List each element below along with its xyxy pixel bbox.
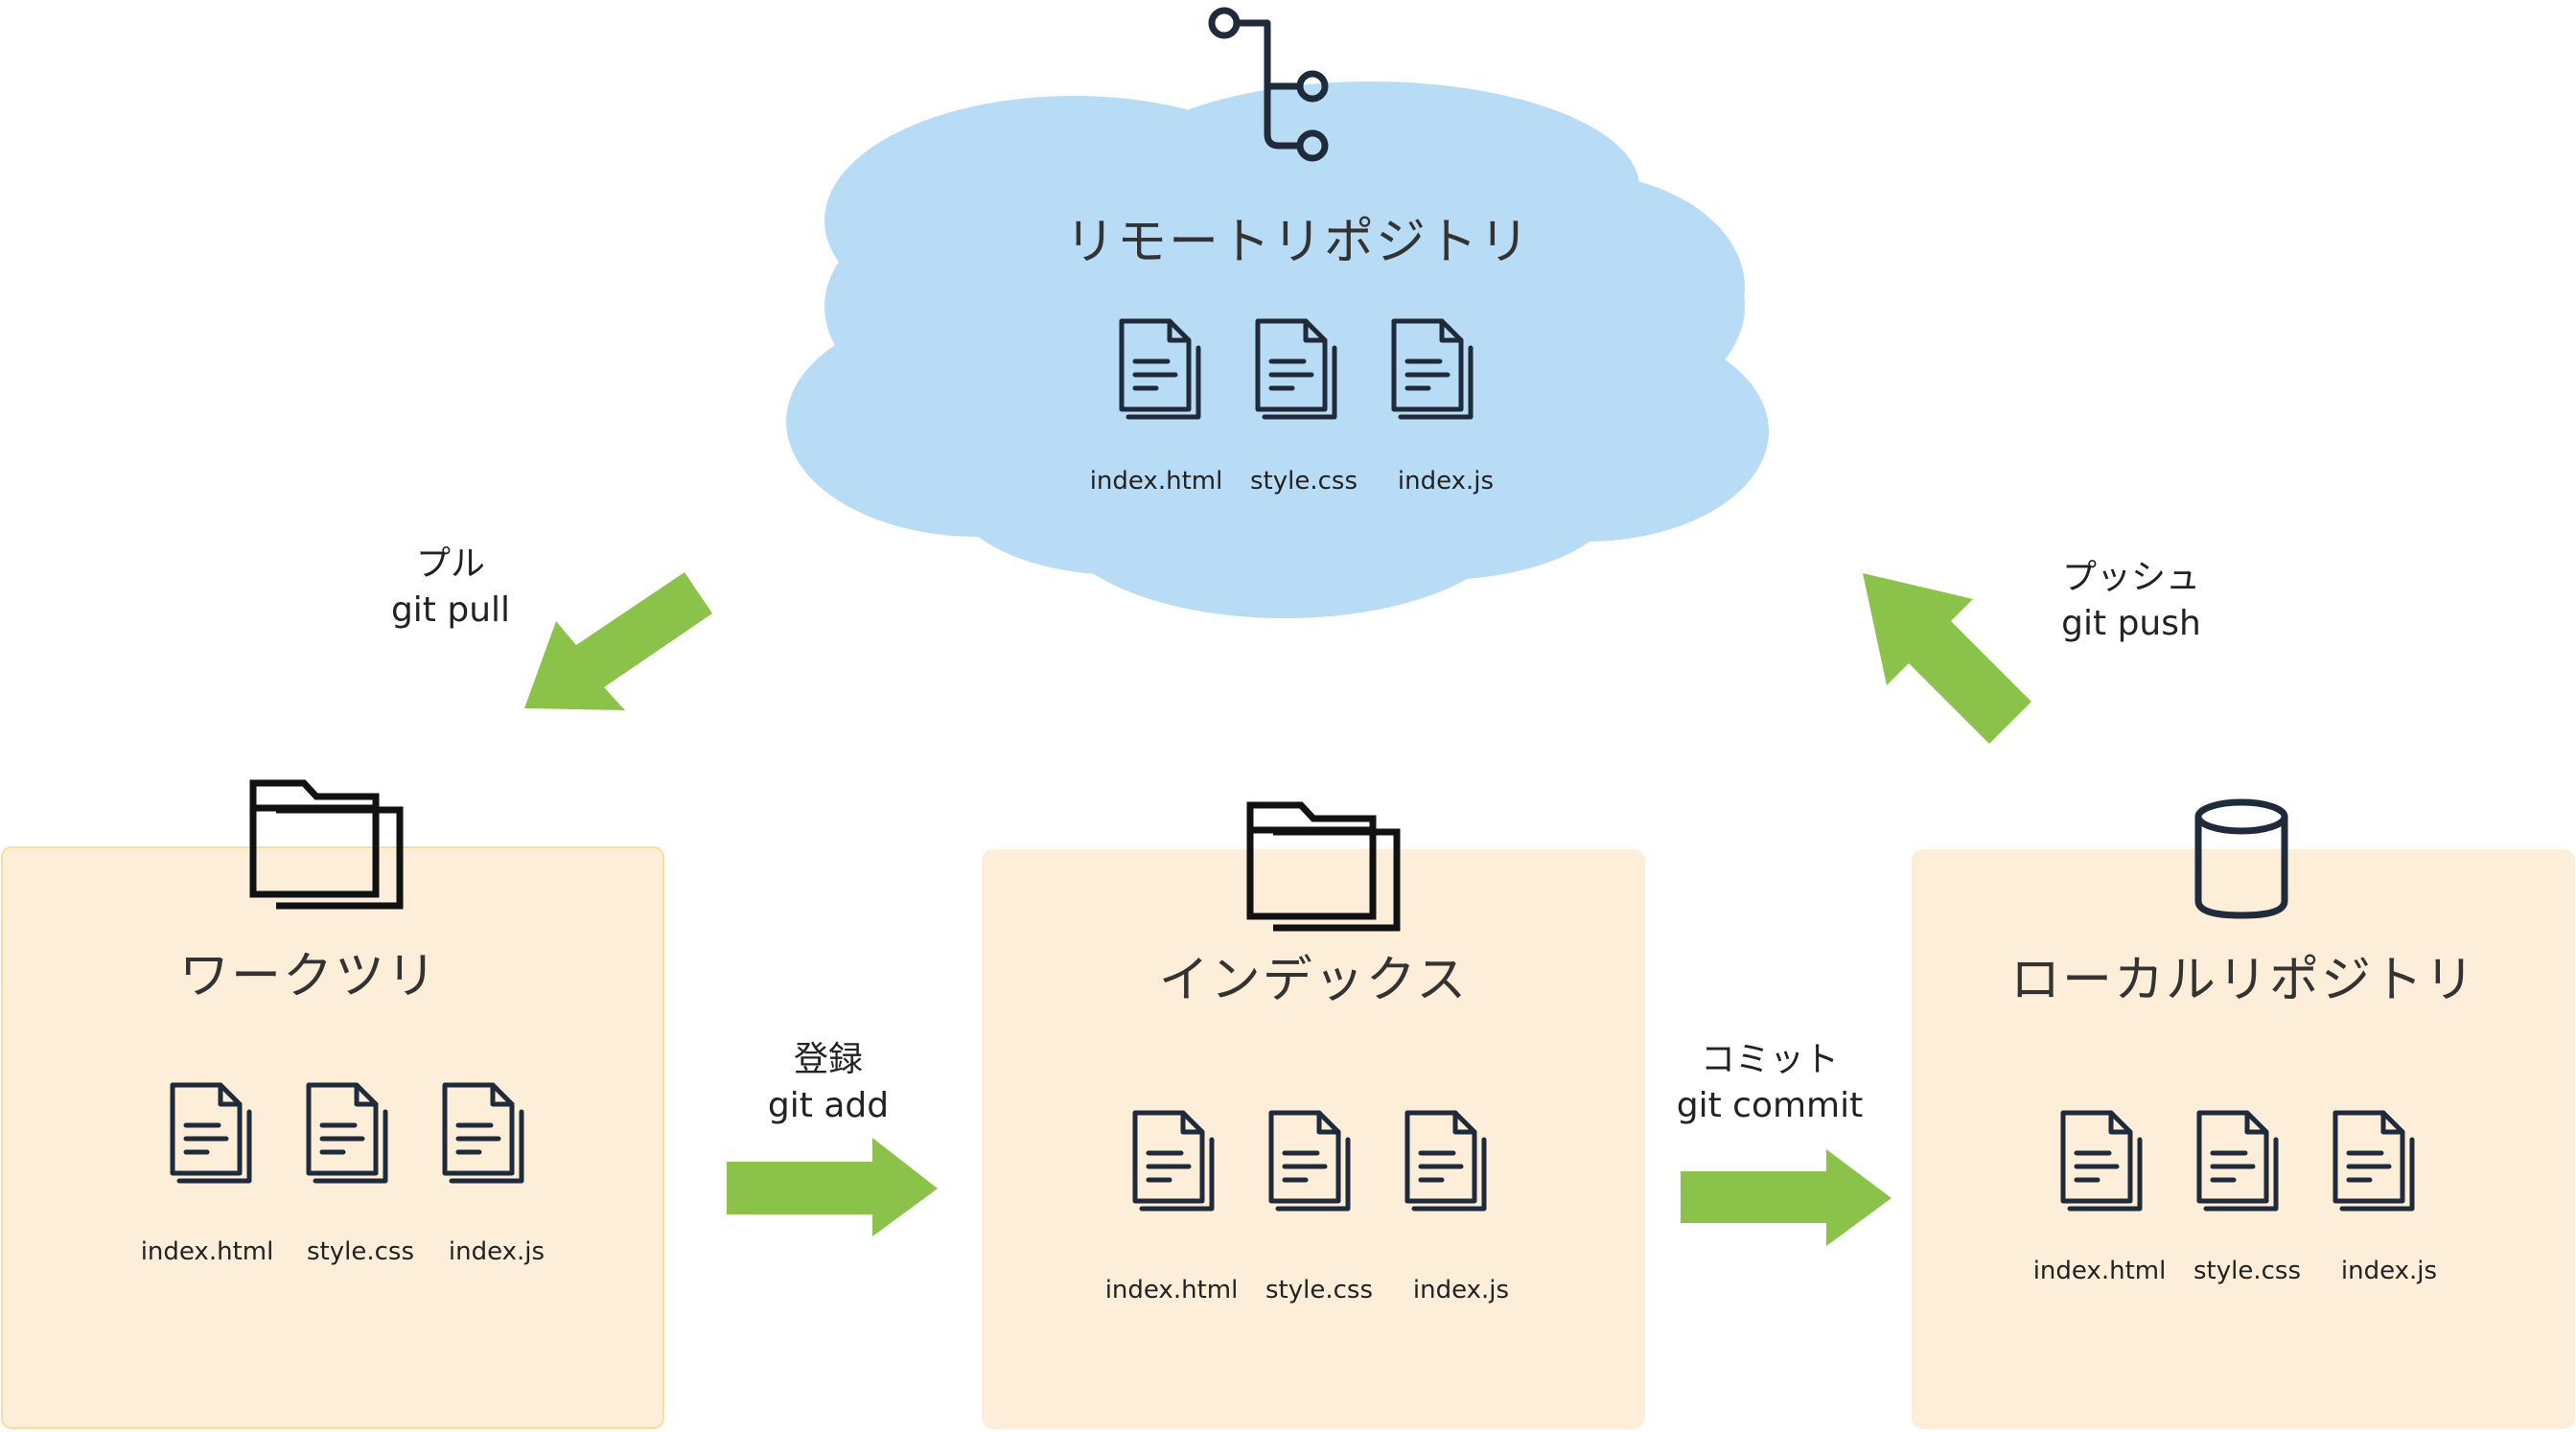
folder-icon (1246, 801, 1401, 932)
document-icon (1119, 318, 1201, 420)
pull-arrow (524, 572, 712, 710)
local-repository-panel: ローカルリポジトリ index.html style.css index.js (1912, 798, 2575, 1429)
add-label-jp: 登録 (794, 1040, 863, 1079)
index-file-2 (1268, 1110, 1351, 1212)
document-icon (170, 1082, 252, 1184)
index-file-3 (1404, 1110, 1487, 1212)
remote-file-label-1: index.html (1090, 467, 1223, 496)
worktree-title: ワークツリ (179, 948, 438, 1005)
document-icon (1391, 318, 1474, 420)
document-icon (306, 1082, 388, 1184)
worktree-file-label-1: index.html (141, 1237, 274, 1266)
index-file-label-2: style.css (1265, 1276, 1373, 1305)
document-icon (2332, 1110, 2415, 1212)
remote-file-1 (1119, 318, 1201, 420)
local-file-label-1: index.html (2033, 1257, 2167, 1285)
worktree-file-label-3: index.js (449, 1237, 545, 1266)
database-icon (2194, 798, 2288, 919)
document-icon (1268, 1110, 1351, 1212)
local-file-1 (2060, 1110, 2143, 1212)
pull-label-jp: プル (416, 544, 485, 584)
document-icon (1255, 318, 1337, 420)
index-file-label-1: index.html (1105, 1276, 1239, 1305)
local-file-label-2: style.css (2193, 1257, 2301, 1285)
push-arrow (1863, 573, 2031, 744)
worktree-file-1 (170, 1082, 252, 1184)
push-label-jp: プッシュ (2062, 558, 2200, 597)
document-icon (2060, 1110, 2143, 1212)
remote-repository: リモートリポジトリ index (786, 7, 1769, 618)
index-file-label-3: index.js (1413, 1276, 1509, 1305)
push-label-cmd: git push (2061, 604, 2201, 643)
document-icon (2196, 1110, 2279, 1212)
index-file-1 (1132, 1110, 1215, 1212)
remote-file-label-2: style.css (1250, 467, 1358, 496)
worktree-file-2 (306, 1082, 388, 1184)
remote-file-3 (1391, 318, 1474, 420)
worktree-file-3 (442, 1082, 524, 1184)
commit-arrow (1681, 1149, 1891, 1246)
index-title: インデックス (1159, 952, 1468, 1009)
pull-label-cmd: git pull (391, 590, 510, 630)
local-file-label-3: index.js (2341, 1257, 2437, 1285)
commit-label-jp: コミット (1701, 1040, 1839, 1079)
add-arrow (727, 1138, 938, 1236)
document-icon (442, 1082, 524, 1184)
local-file-2 (2196, 1110, 2279, 1212)
worktree-file-label-2: style.css (307, 1237, 414, 1266)
document-icon (1132, 1110, 1215, 1212)
index-box (982, 849, 1645, 1429)
commit-label-cmd: git commit (1677, 1086, 1863, 1125)
cloud-shape (786, 81, 1769, 618)
remote-title: リモートリポジトリ (1065, 214, 1531, 271)
local-title: ローカルリポジトリ (2010, 952, 2476, 1009)
worktree-panel: ワークツリ index.html style.css index.js (1, 779, 664, 1429)
git-branch-icon (1208, 7, 1329, 162)
index-panel: インデックス index.html style.css index.js (982, 801, 1645, 1429)
local-box (1912, 849, 2575, 1429)
remote-file-2 (1255, 318, 1337, 420)
document-icon (1404, 1110, 1487, 1212)
add-label-cmd: git add (768, 1086, 889, 1125)
folder-icon (249, 779, 404, 910)
remote-file-label-3: index.js (1398, 467, 1494, 496)
local-file-3 (2332, 1110, 2415, 1212)
